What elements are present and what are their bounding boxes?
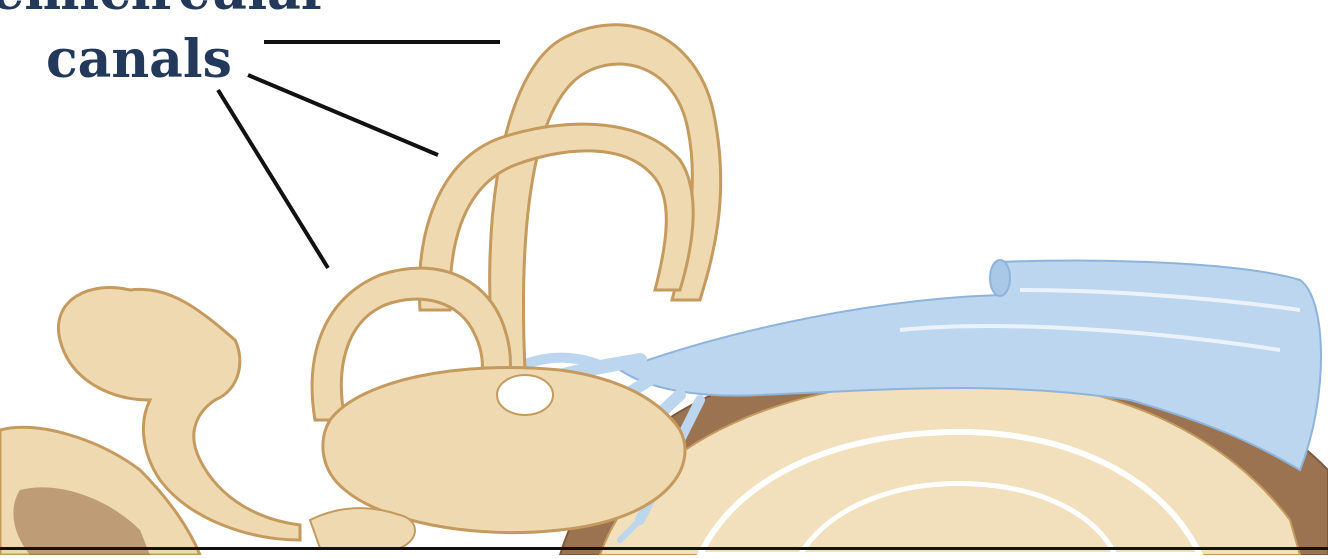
bottom-divider xyxy=(0,547,1328,550)
label-semicircular: semicircular xyxy=(0,0,328,18)
label-canals: canals xyxy=(46,34,232,86)
leader-line-lateral xyxy=(218,90,328,268)
semicircular-canals xyxy=(312,25,721,533)
leader-line-posterior xyxy=(248,75,438,155)
